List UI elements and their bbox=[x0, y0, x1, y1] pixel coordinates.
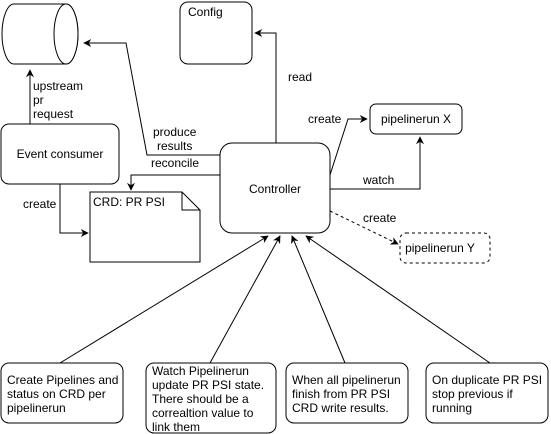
note-1 bbox=[0, 362, 124, 424]
edge-controller-to-pipelinerun-y bbox=[329, 210, 399, 245]
config-label: Config bbox=[188, 5, 223, 19]
edge-note3-to-controller bbox=[291, 235, 346, 364]
crd-folded-corner bbox=[181, 192, 200, 211]
event-consumer-label: Event consumer bbox=[17, 147, 104, 161]
edge-label-create-x: create bbox=[308, 112, 342, 126]
pipelinerun-x-label: pipelinerun X bbox=[381, 112, 451, 126]
edge-note4-to-controller bbox=[305, 235, 491, 364]
edge-label-create-crd: create bbox=[23, 197, 57, 211]
edge-label-reconcile: reconcile bbox=[151, 156, 199, 170]
pipelinerun-y-node bbox=[399, 232, 491, 264]
edge-consumer-to-crd bbox=[59, 184, 89, 237]
note-2 bbox=[145, 362, 277, 434]
config-node bbox=[179, 1, 253, 65]
controller-label: Controller bbox=[249, 182, 301, 196]
edge-note1-to-controller bbox=[59, 235, 269, 364]
edge-label-read: read bbox=[288, 70, 312, 84]
edge-controller-to-config bbox=[254, 29, 277, 143]
edge-label-watch: watch bbox=[362, 173, 394, 187]
note-4-text: On duplicate PR PSI stop previous if run… bbox=[432, 373, 545, 415]
edge-watch-pipelinerun-x bbox=[330, 136, 424, 190]
edge-label-create-y: create bbox=[363, 211, 397, 225]
note-3 bbox=[285, 362, 409, 424]
edge-label-produce-results: produce results bbox=[153, 125, 200, 153]
pipelinerun-x-node bbox=[369, 103, 463, 135]
edge-controller-to-pipelinerun-x bbox=[329, 115, 368, 176]
note-4 bbox=[425, 362, 549, 424]
pipelinerun-y-label: pipelinerun Y bbox=[405, 241, 475, 255]
edge-label-upstream: upstream pr request bbox=[33, 79, 86, 121]
edge-controller-to-crd bbox=[127, 174, 220, 191]
note-1-text: Create Pipelines and status on CRD per p… bbox=[7, 373, 122, 415]
controller-node bbox=[219, 142, 331, 234]
crd-document bbox=[89, 191, 201, 263]
note-2-text: Watch Pipelinerun update PR PSI state. T… bbox=[152, 364, 267, 434]
note-3-text: When all pipelinerun finish from PR PSI … bbox=[292, 373, 404, 415]
edge-note2-to-controller bbox=[209, 235, 281, 364]
crd-label: CRD: PR PSI bbox=[93, 195, 165, 209]
edge-controller-to-db bbox=[83, 39, 220, 156]
database-cylinder bbox=[1, 3, 79, 65]
